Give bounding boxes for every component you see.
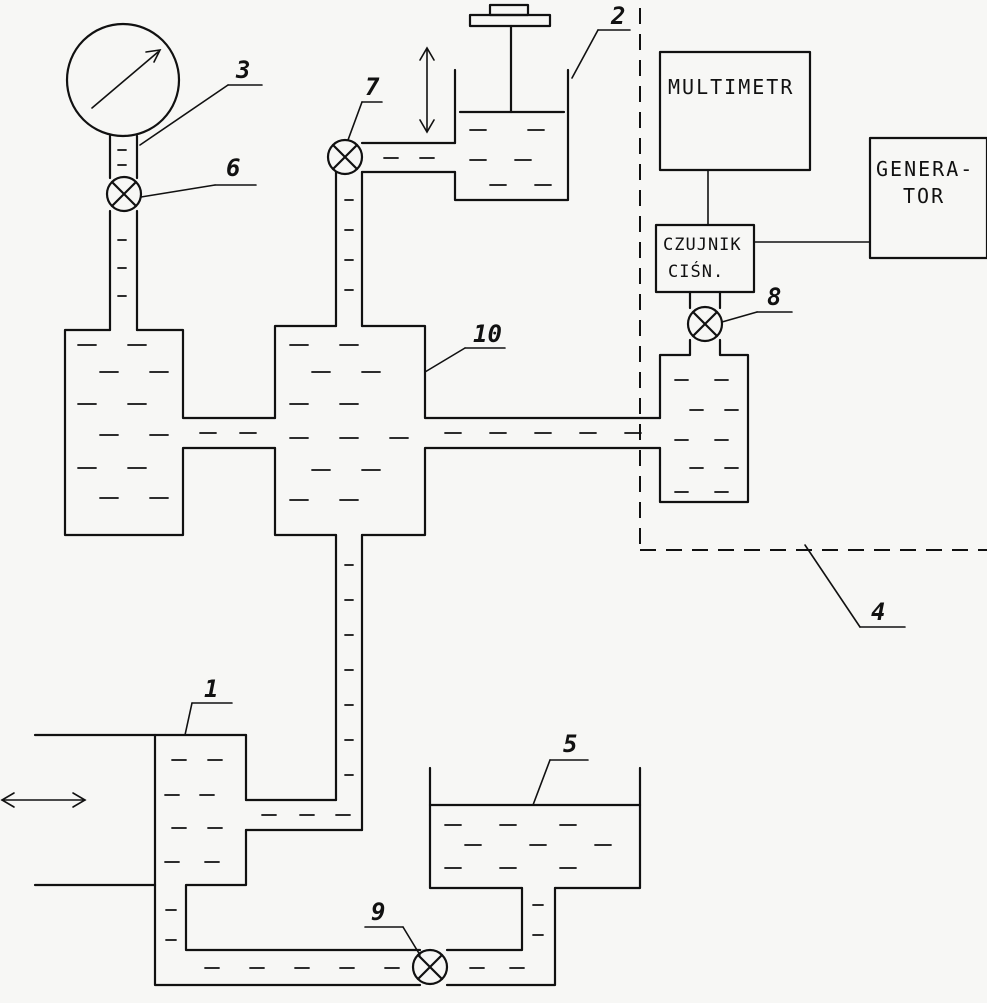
leaders (139, 29, 906, 956)
part-numbers: 1 2 3 4 5 6 7 8 9 10 (204, 2, 885, 926)
label-9: 9 (371, 898, 385, 926)
label-2: 2 (610, 2, 625, 30)
generator-box: GENERA- TOR (753, 136, 987, 260)
pipe-valve-7-to-piston (360, 141, 457, 174)
pump-cylinder (33, 733, 422, 987)
measurement-enclosure (639, 8, 987, 551)
valve-6 (105, 175, 143, 213)
vertical-motion-arrow (419, 46, 435, 134)
pipe-chamber-to-pump (244, 533, 364, 832)
generator-label-line1: GENERA- (876, 157, 974, 181)
multimeter-box: MULTIMETR (658, 50, 812, 226)
horizontal-motion-arrow (0, 792, 87, 808)
label-3: 3 (235, 56, 250, 84)
sensor-label-line1: CZUJNIK (663, 235, 742, 255)
pipe-gauge-to-chamber (108, 209, 139, 332)
pipe-chamber-to-valve-7 (334, 170, 364, 328)
label-6: 6 (226, 154, 240, 182)
label-10: 10 (473, 320, 502, 348)
left-chamber (63, 328, 277, 537)
sensor-label-line2: CIŚN. (668, 260, 724, 282)
pressure-gauge (65, 22, 181, 180)
valve-8 (686, 290, 724, 343)
label-7: 7 (365, 73, 380, 101)
label-5: 5 (563, 730, 577, 758)
piston-cylinder (453, 3, 570, 202)
pressure-sensor-box: CZUJNIK CIŚN. (654, 223, 756, 294)
open-reservoir (428, 766, 642, 890)
label-1: 1 (204, 675, 218, 703)
label-8: 8 (767, 283, 781, 311)
sensor-chamber (658, 338, 750, 504)
valve-7 (326, 138, 364, 176)
generator-label-line2: TOR (903, 184, 945, 208)
valve-9 (411, 948, 449, 986)
pipe-valve-9-to-reservoir (445, 886, 557, 987)
label-4: 4 (871, 598, 885, 626)
middle-chamber (273, 324, 662, 537)
multimeter-label: MULTIMETR (668, 75, 794, 99)
